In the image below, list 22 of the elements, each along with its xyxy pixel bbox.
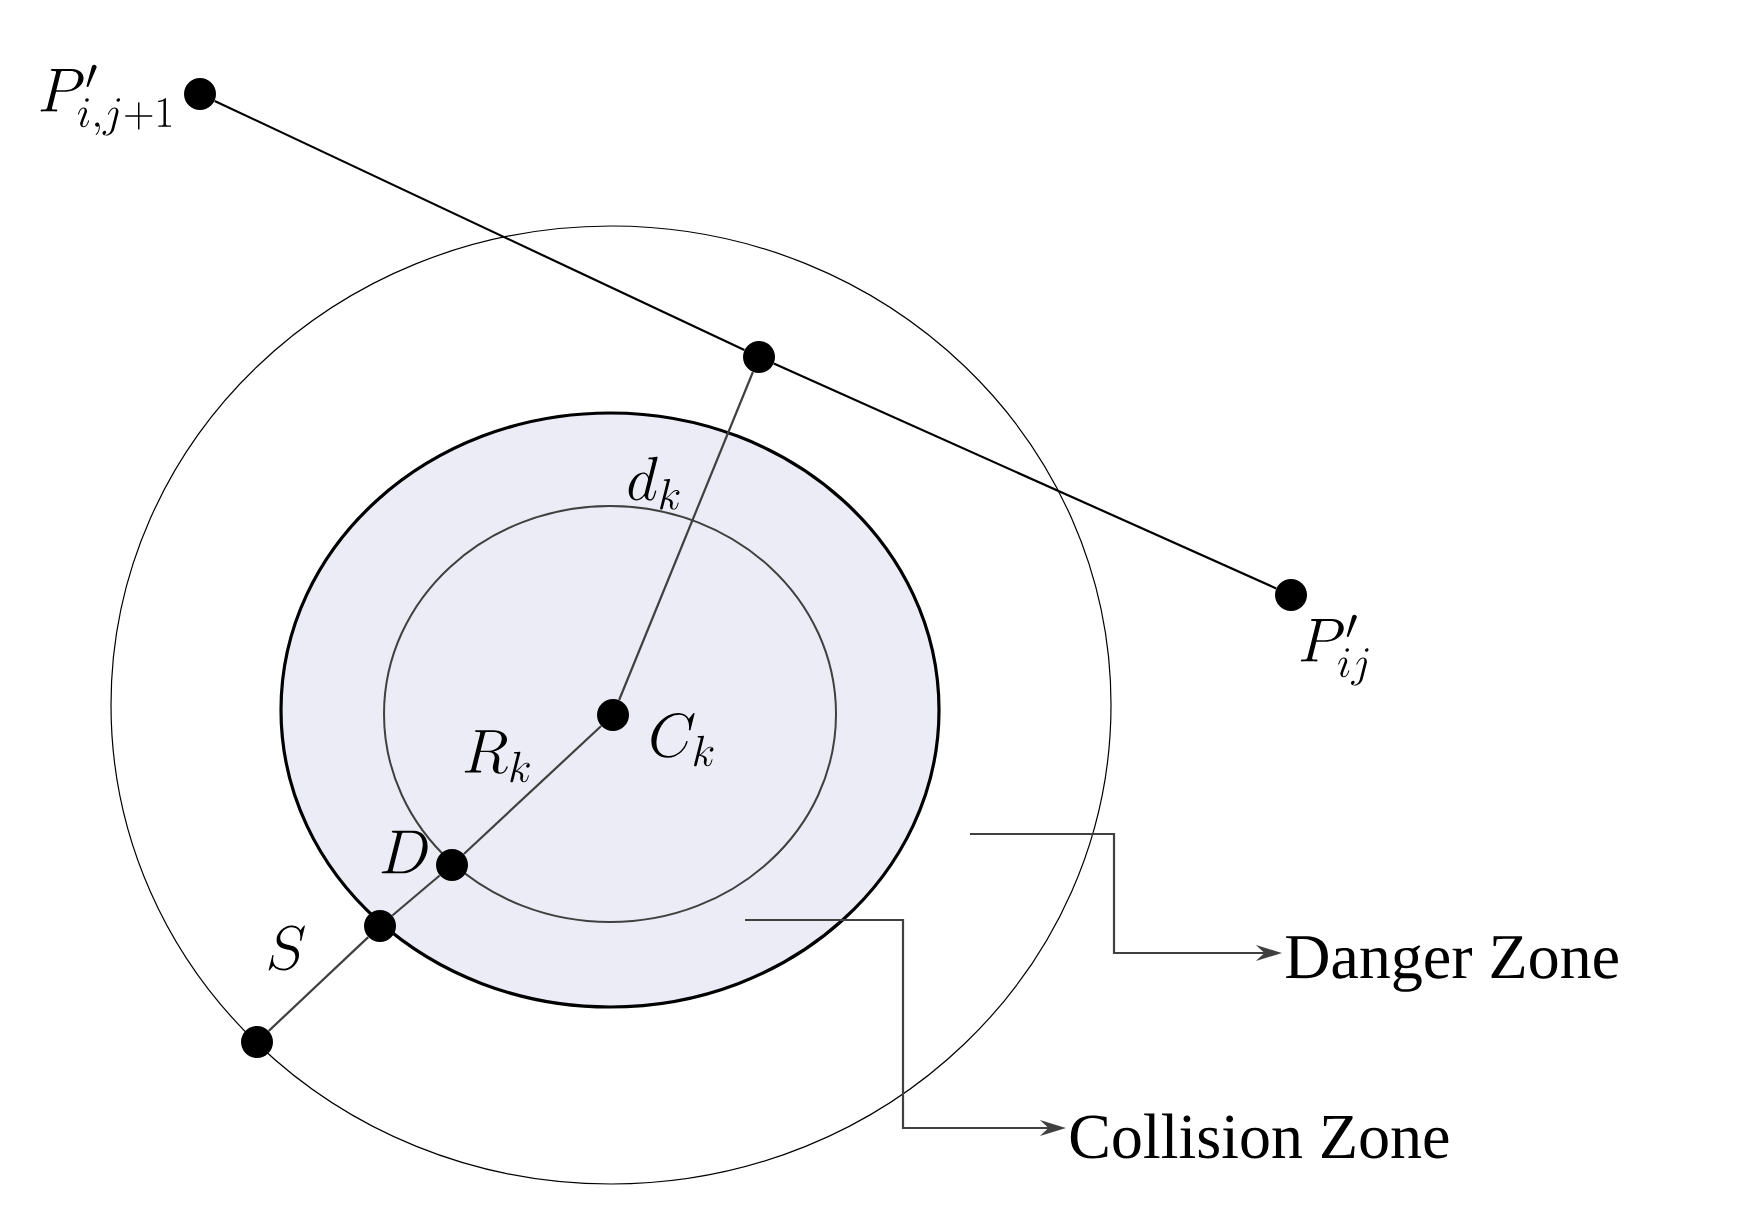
point-dot <box>364 910 396 942</box>
point-dot <box>184 78 216 110</box>
edge-label: $R_k$ <box>464 730 530 783</box>
point-dot <box>597 699 629 731</box>
zone-label: Danger Zone <box>1286 936 1618 992</box>
point-label: $C_k$ <box>651 712 714 767</box>
point-dot <box>436 849 468 881</box>
point-label: $P_{ij}^{\prime}$ <box>1300 614 1369 686</box>
zone-label: Collision Zone <box>1070 1113 1449 1159</box>
connector-line <box>214 99 745 352</box>
point-dot <box>1275 579 1307 611</box>
point-label: $P_{i,j+1}^{\prime}$ <box>40 64 172 136</box>
connector-line <box>391 874 441 917</box>
connector-line <box>463 725 602 855</box>
connector-line <box>773 362 1277 590</box>
edge-label: $S$ <box>268 925 305 971</box>
connector-line <box>618 371 754 701</box>
point-dot <box>743 341 775 373</box>
point-label: $D$ <box>381 830 428 874</box>
edge-label: $d_k$ <box>628 456 680 510</box>
connector-line <box>268 936 369 1032</box>
point-dot <box>241 1026 273 1058</box>
